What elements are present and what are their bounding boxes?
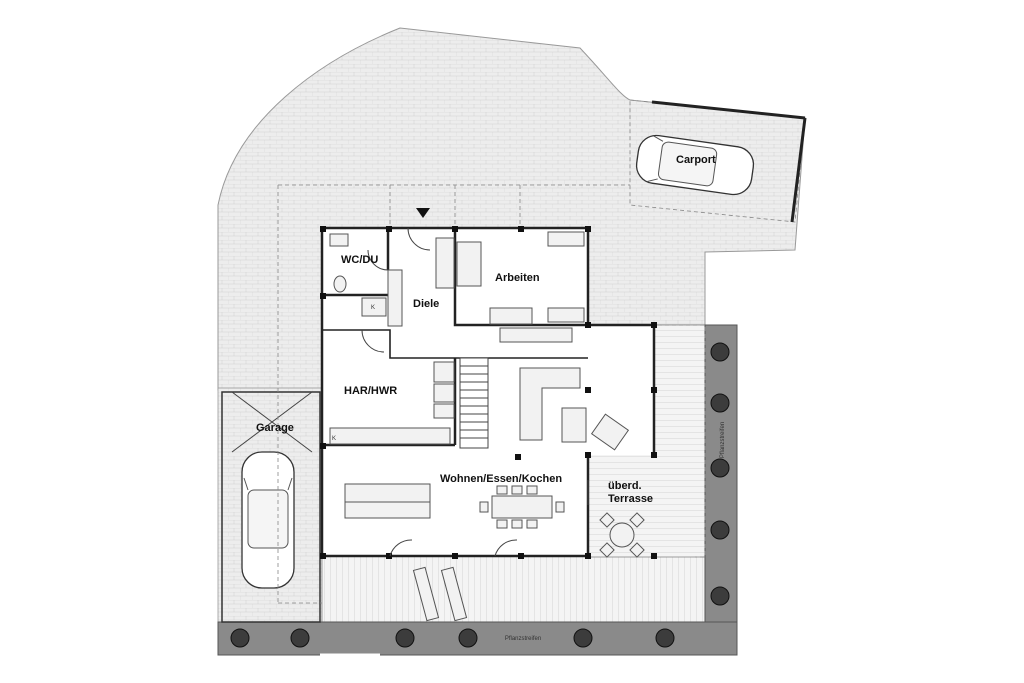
sun-loungers (412, 566, 468, 622)
door-swings (361, 227, 589, 557)
room-label-wohnen: Wohnen/Essen/Kochen (440, 473, 562, 485)
mark-k1: K (371, 305, 375, 311)
carport-outline (629, 99, 806, 223)
wc-toilet (333, 275, 347, 293)
room-label-har-hwr: HAR/HWR (344, 385, 397, 397)
room-label-carport: Carport (676, 154, 716, 166)
arbeiten-desk-top (547, 231, 585, 247)
kitchen-island-bottom (344, 501, 431, 519)
room-label-arbeiten: Arbeiten (495, 272, 540, 284)
arbeiten-shelf (489, 307, 533, 325)
living-armchair (590, 413, 630, 451)
room-label-wc-du: WC/DU (341, 254, 378, 266)
dryer (433, 383, 455, 403)
diele-wardrobe (387, 269, 403, 327)
plant-strip-label-bottom: Pflanzstreifen (505, 636, 541, 642)
arbeiten-desk-bottom (547, 307, 585, 323)
arbeiten-sofa (435, 237, 455, 289)
wall-posts (320, 226, 657, 559)
living-sofa (519, 367, 581, 441)
dining-table (491, 495, 553, 519)
entrance-arrow-icon (416, 208, 430, 218)
terrace-chairs (599, 512, 645, 558)
shrubs (230, 342, 730, 648)
room-label-garage: Garage (256, 422, 294, 434)
wc-sink (329, 233, 349, 247)
utility-sink (433, 403, 455, 419)
kitchen-counter-back (329, 427, 451, 445)
room-label-terrasse-2: Terrasse (608, 493, 653, 505)
terrace-table (609, 522, 635, 548)
staircase (459, 357, 489, 449)
inner-walls (322, 228, 588, 447)
plant-strip-label-right: Pflanzstreifen (720, 422, 726, 458)
sideboard (499, 327, 573, 343)
room-label-terrasse-1: überd. (608, 480, 642, 492)
terrace-deck-bottom (321, 555, 708, 623)
mark-k2: K (332, 436, 336, 442)
kitchen-island-top (344, 483, 431, 503)
carport-car (635, 134, 755, 196)
living-table (561, 407, 587, 443)
arbeiten-armchair (456, 241, 482, 287)
dining-chairs (479, 485, 565, 529)
garage-frame (221, 391, 321, 623)
garage-car (241, 451, 295, 589)
washing-machine (433, 361, 455, 383)
room-label-diele: Diele (413, 298, 439, 310)
hwr-cabinet (361, 297, 387, 317)
